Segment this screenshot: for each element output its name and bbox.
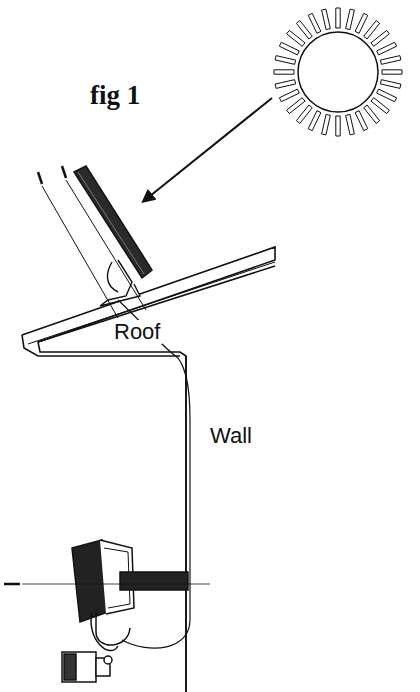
roof-section [22, 247, 275, 692]
sun-ray [364, 21, 380, 39]
sun-ray [275, 56, 295, 65]
mounting-screws [38, 166, 146, 318]
sun-ray [322, 114, 331, 134]
solar-panel [74, 166, 152, 306]
sun-ray [336, 8, 340, 28]
sun-ray [322, 9, 331, 29]
sun-ray [380, 80, 400, 89]
sun-ray [377, 42, 397, 55]
sun-ray [364, 105, 380, 123]
sun-ray [377, 89, 397, 102]
sun-ray [308, 13, 321, 33]
sun-ray [346, 9, 355, 29]
sun-ray [296, 21, 312, 39]
figure-title: fig 1 [90, 82, 140, 109]
wall-line [185, 356, 187, 692]
sun-ray [274, 70, 294, 74]
sun-symbol [274, 8, 402, 136]
sun-ray [371, 98, 389, 114]
sun-ray [336, 116, 340, 136]
part-label: Wall [208, 424, 254, 448]
sun-ray [279, 89, 299, 102]
sun-ray [287, 98, 305, 114]
sun-ray [275, 80, 295, 89]
part-label: Roof [112, 320, 162, 344]
sun-ray [308, 111, 321, 131]
sun-ray [287, 30, 305, 46]
sun-ray [382, 70, 402, 74]
sun-ray [296, 105, 312, 123]
sun-ray [279, 42, 299, 55]
sun-ray [346, 114, 355, 134]
sunlight-arrow [150, 98, 272, 196]
floodlight [4, 540, 210, 682]
sun-ray [371, 30, 389, 46]
sun-ray [355, 111, 368, 131]
sun-ray [380, 56, 400, 65]
sun-ray [355, 13, 368, 33]
